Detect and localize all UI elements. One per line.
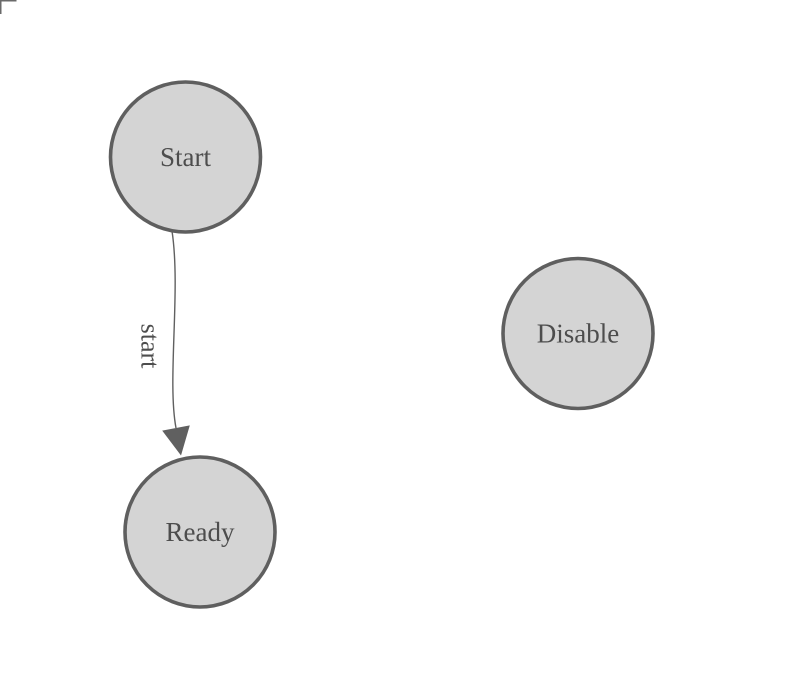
arrowhead-icon bbox=[162, 425, 190, 456]
state-node-start[interactable]: Start bbox=[108, 80, 263, 234]
transition-label[interactable]: start bbox=[136, 324, 165, 370]
state-circle[interactable] bbox=[108, 80, 263, 234]
state-circle[interactable] bbox=[123, 455, 277, 609]
state-label: Ready bbox=[166, 517, 235, 547]
transition-start-to-ready: start bbox=[136, 230, 190, 456]
state-node-disable[interactable]: Disable bbox=[501, 256, 655, 411]
state-node-ready[interactable]: Ready bbox=[123, 455, 277, 609]
state-label: Disable bbox=[537, 319, 619, 349]
state-circle[interactable] bbox=[501, 256, 655, 411]
state-label: Start bbox=[160, 142, 211, 172]
transition-edge[interactable] bbox=[171, 230, 177, 429]
canvas-corner-bracket bbox=[0, 0, 17, 14]
